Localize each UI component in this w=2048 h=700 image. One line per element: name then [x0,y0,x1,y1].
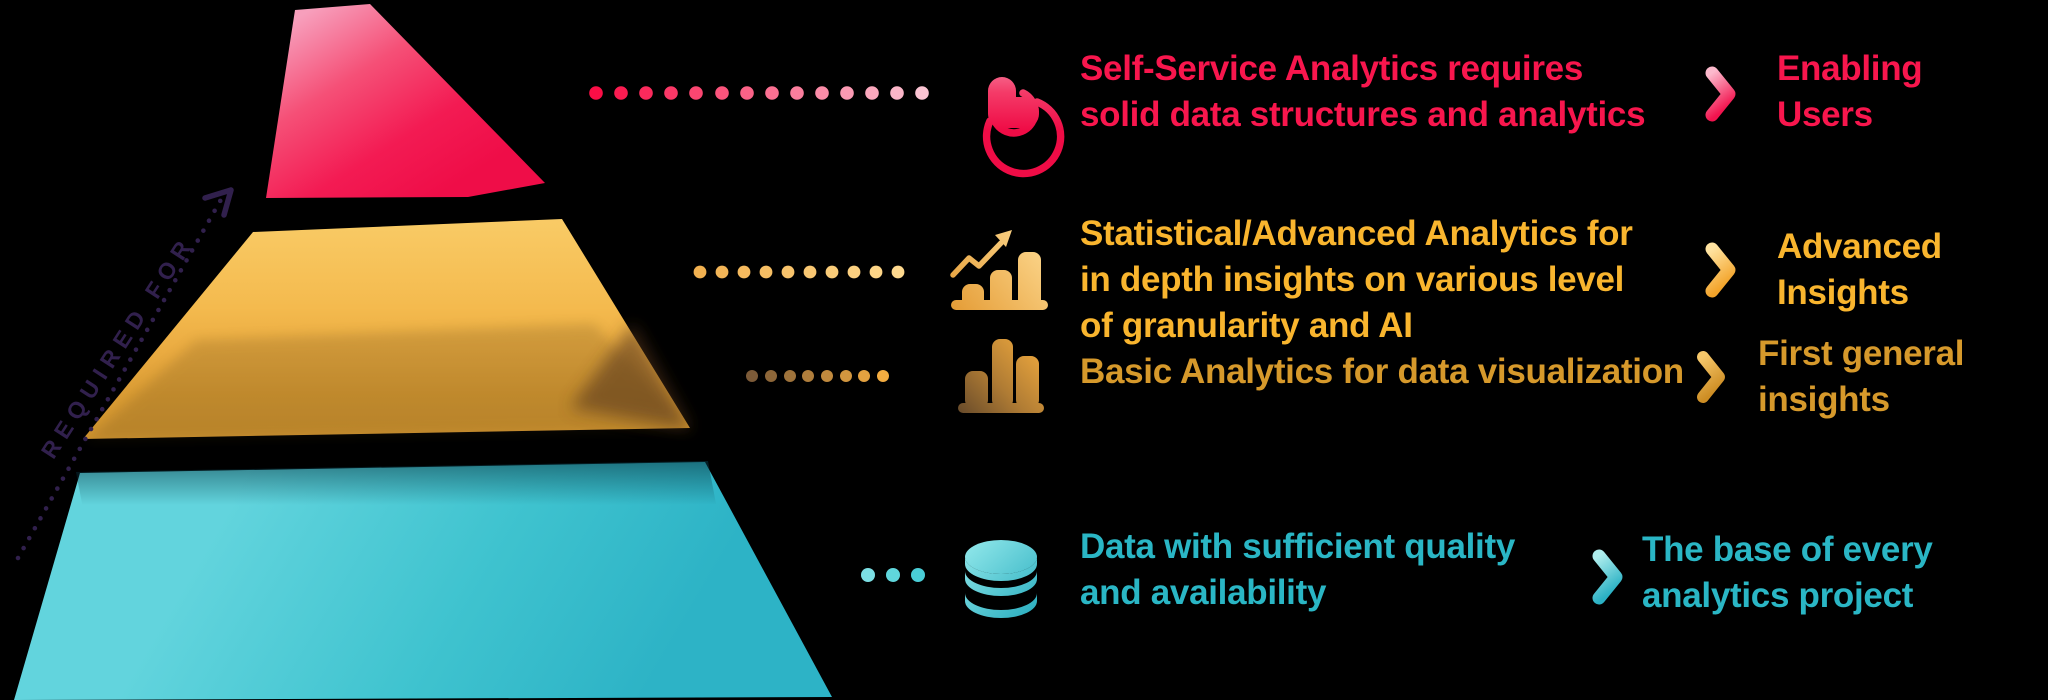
pyramid-layer-bottom-top-shadow [76,461,716,514]
chevron-right-icon-row3 [1697,351,1725,403]
database-icon [965,540,1037,618]
description-line: and availability [1080,573,1327,612]
label-row-3: First general insights [1758,331,1964,423]
description-line: solid data structures and analytics [1080,95,1646,134]
tap-icon [982,77,1065,178]
description-row-2: Statistical/Advanced Analytics for in de… [1080,211,1633,349]
label-line: Users [1777,95,1873,134]
label-line: First general [1758,334,1965,373]
description-row-4: Data with sufficient quality and availab… [1080,524,1515,616]
bar-chart-icon [958,339,1044,413]
label-line: Advanced [1777,227,1942,266]
pyramid-layer-middle-corner-shadow [570,323,692,430]
dotted-connector-row3 [746,370,889,382]
trend-bar-chart-icon [950,230,1048,310]
required-for-dotted-line [15,193,226,561]
required-for-arrow [15,187,234,561]
label-line: Enabling [1777,49,1923,88]
required-for-arrowhead [202,187,234,218]
dotted-connector-row4 [861,568,925,582]
label-row-1: Enabling Users [1777,46,1923,138]
chevron-right-icon-row2 [1705,242,1736,298]
label-line: analytics project [1642,576,1914,615]
description-line: Self-Service Analytics requires [1080,49,1583,88]
label-row-2: Advanced Insights [1777,224,1942,316]
description-line: Data with sufficient quality [1080,527,1515,566]
pyramid [14,4,832,700]
dotted-connector-row1 [589,86,929,100]
chevron-right-icon-row1 [1705,66,1736,122]
label-line: The base of every [1642,530,1933,569]
label-line: Insights [1777,273,1909,312]
chevron-right-icon-row4 [1592,549,1623,605]
pyramid-layer-middle-fold-shadow [85,324,692,441]
description-line: Basic Analytics for data visualization [1080,352,1684,391]
dotted-connector-row2 [693,265,905,279]
pyramid-layer-bottom [14,462,832,700]
pyramid-layer-top [266,4,545,198]
description-line: Statistical/Advanced Analytics for [1080,214,1633,253]
label-row-4: The base of every analytics project [1642,527,1933,619]
description-line: in depth insights on various level [1080,260,1625,299]
label-line: insights [1758,380,1890,419]
description-row-1: Self-Service Analytics requires solid da… [1080,46,1646,138]
description-line: of granularity and AI [1080,306,1413,345]
description-row-3: Basic Analytics for data visualization [1080,349,1684,395]
